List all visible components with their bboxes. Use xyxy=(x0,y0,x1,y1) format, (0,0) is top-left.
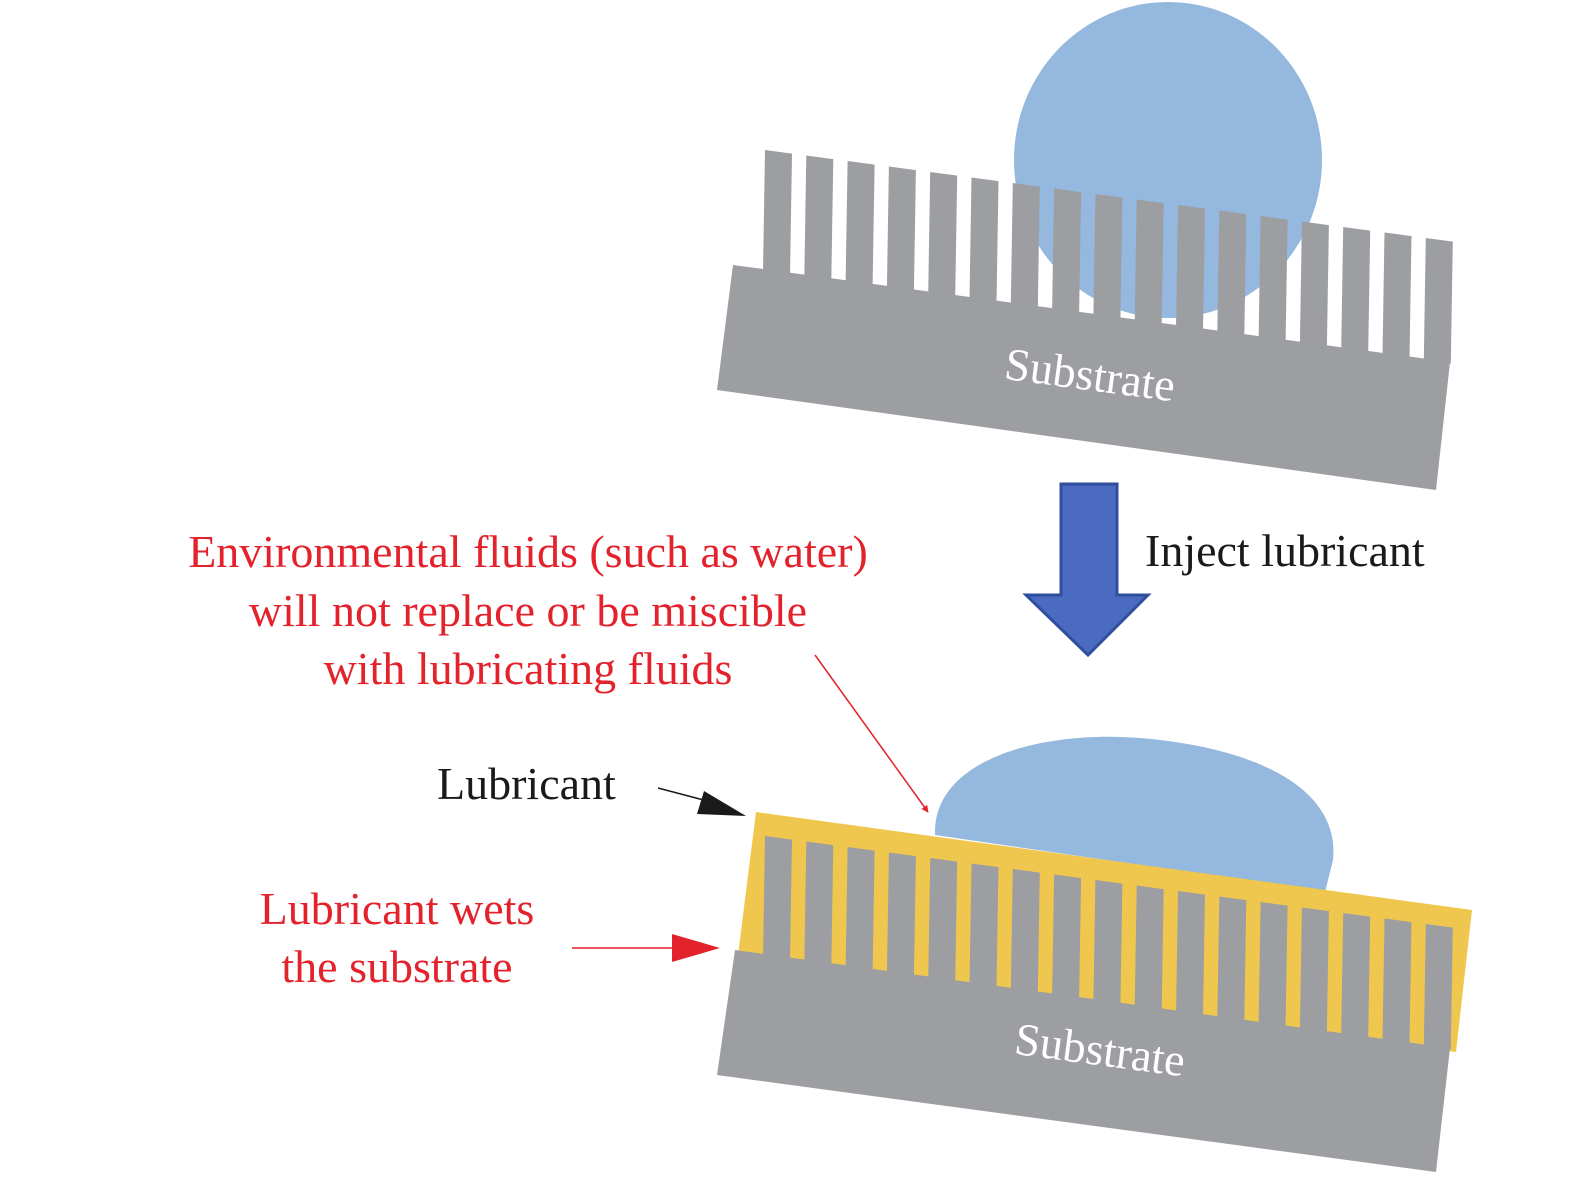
top-panel: Substrate xyxy=(717,2,1453,490)
micro-pillar xyxy=(1176,891,1205,1017)
process-step: Inject lubricant xyxy=(1022,482,1425,658)
micro-pillar xyxy=(1052,874,1082,1001)
micro-pillar xyxy=(1010,869,1040,995)
bottom-panel: Substrate xyxy=(717,736,1472,1172)
env-note-line-2: will not replace or be miscible xyxy=(249,585,807,636)
micro-pillar xyxy=(1382,918,1412,1045)
micro-pillar xyxy=(969,177,999,304)
annotations: Environmental fluids (such as water) wil… xyxy=(188,526,929,992)
micro-pillar xyxy=(1341,227,1371,353)
micro-pillar xyxy=(1093,194,1123,320)
micro-pillar xyxy=(763,150,792,276)
micro-pillar xyxy=(1299,221,1329,348)
env-note-pointer xyxy=(814,654,929,813)
top-pillar-array xyxy=(763,150,1453,364)
micro-pillar xyxy=(1423,238,1453,364)
micro-pillar xyxy=(1217,896,1247,1023)
micro-pillar xyxy=(1052,188,1082,315)
micro-pillar xyxy=(969,863,999,990)
micro-pillar xyxy=(1176,205,1205,331)
micro-pillar xyxy=(1217,210,1247,337)
micro-pillar xyxy=(1382,232,1412,359)
micro-pillar xyxy=(886,852,916,979)
lubricant-pointer-arrowhead xyxy=(697,791,746,816)
micro-pillar xyxy=(1258,216,1288,342)
env-note-line-1: Environmental fluids (such as water) xyxy=(188,526,868,577)
micro-pillar xyxy=(1010,183,1040,309)
micro-pillar xyxy=(1093,880,1123,1006)
top-substrate-base xyxy=(717,265,1450,490)
micro-pillar xyxy=(763,836,792,962)
micro-pillar xyxy=(845,847,875,973)
wets-note-pointer-arrowhead xyxy=(672,934,720,962)
micro-pillar xyxy=(804,841,834,968)
wets-note-line-2: the substrate xyxy=(281,941,512,992)
micro-pillar xyxy=(886,166,916,293)
micro-pillar xyxy=(1134,885,1164,1012)
bottom-pillar-array xyxy=(763,836,1453,1050)
micro-pillar xyxy=(928,858,958,984)
micro-pillar xyxy=(1134,199,1164,326)
micro-pillar xyxy=(1258,902,1288,1028)
wets-note-line-1: Lubricant wets xyxy=(260,883,535,934)
lubricant-label: Lubricant xyxy=(437,758,616,809)
micro-pillar xyxy=(1299,907,1329,1034)
bottom-substrate-base xyxy=(717,950,1450,1172)
micro-pillar xyxy=(1341,913,1371,1039)
micro-pillar xyxy=(804,155,834,282)
micro-pillar xyxy=(845,161,875,287)
bottom-water-droplet xyxy=(934,736,1334,892)
env-note-line-3: with lubricating fluids xyxy=(324,643,733,694)
inject-lubricant-label: Inject lubricant xyxy=(1145,525,1425,576)
inject-down-arrow-icon xyxy=(1022,482,1152,658)
micro-pillar xyxy=(928,172,958,298)
micro-pillar xyxy=(1423,924,1453,1050)
